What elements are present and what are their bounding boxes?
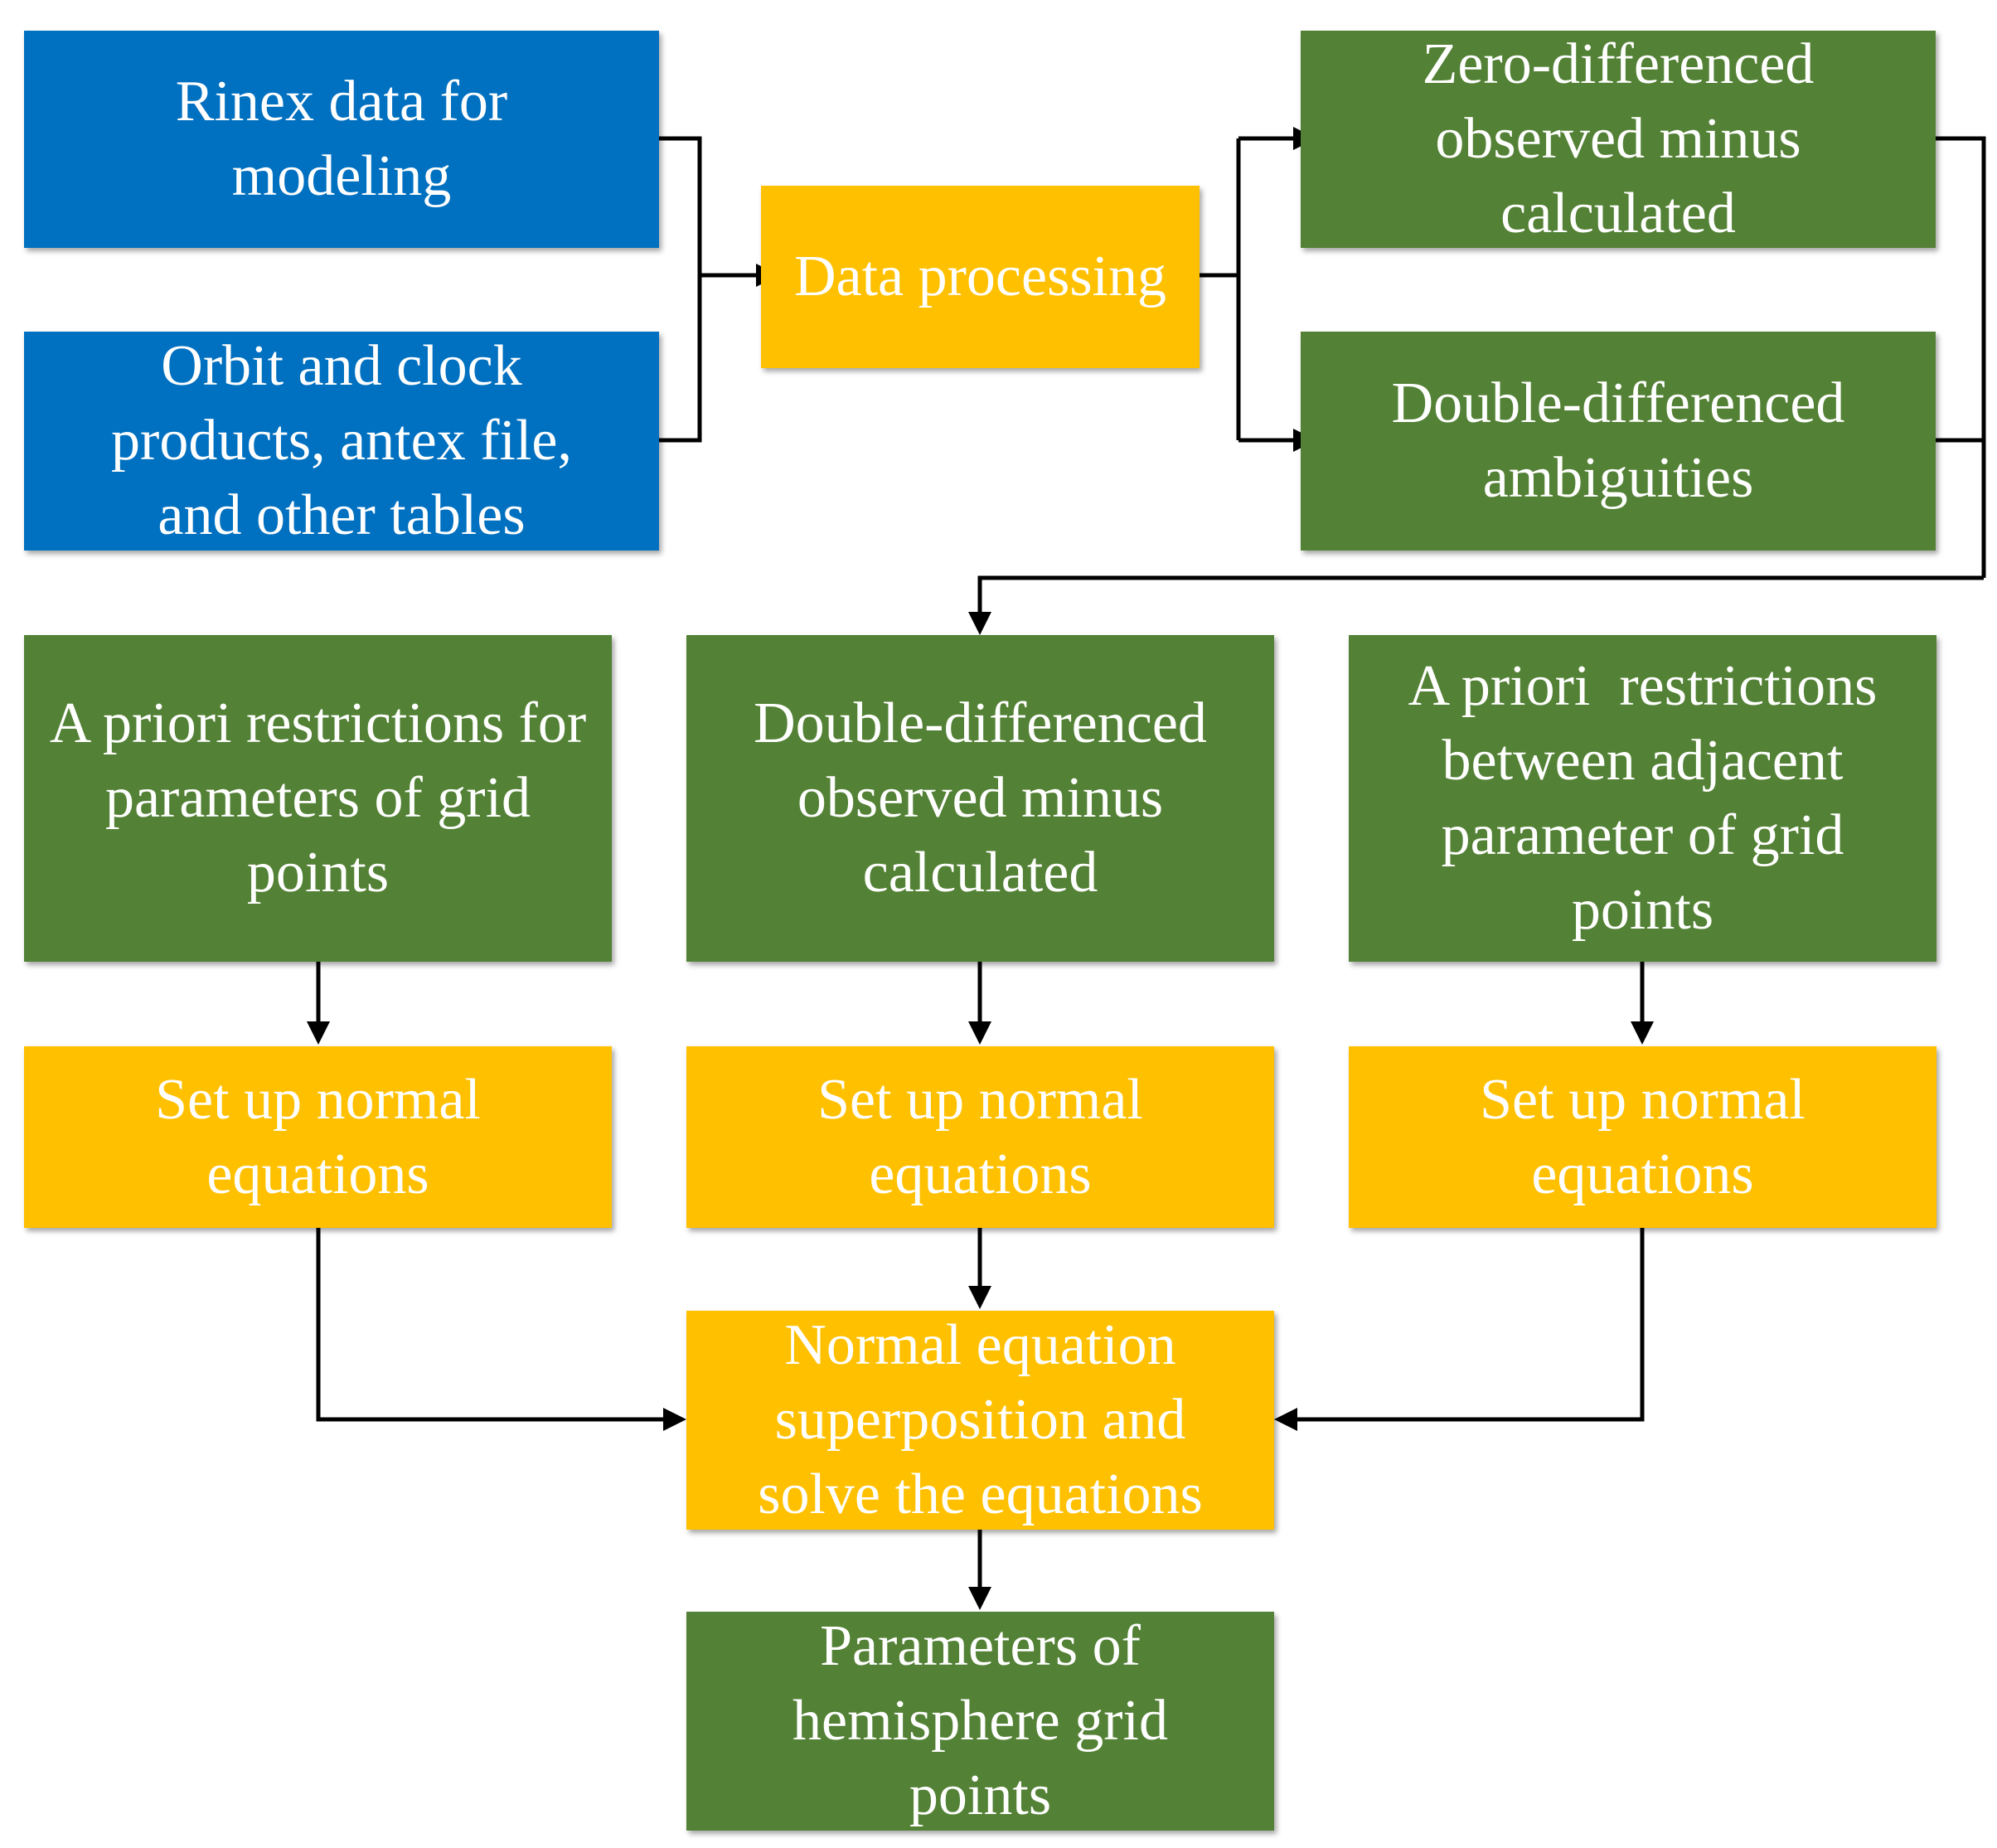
connector-processing-split bbox=[1200, 138, 1241, 440]
arrowhead-normal-right bbox=[1631, 1021, 1654, 1045]
arrowhead-superposition-left bbox=[663, 1408, 686, 1431]
apriori-adjacent-restrictions-box: A priori restrictions between adjacent p… bbox=[1349, 635, 1936, 962]
rinex-data-label: Rinex data for modeling bbox=[175, 70, 508, 208]
zero-differenced-omc-label: Zero-differenced observed minus calculat… bbox=[1422, 32, 1815, 245]
dd-ambiguities-box: Double-differenced ambiguities bbox=[1301, 332, 1936, 551]
arrowhead-normal-left bbox=[307, 1021, 330, 1045]
dd-omc-label: Double-differenced observed minus calcul… bbox=[754, 691, 1207, 905]
dd-omc-box: Double-differenced observed minus calcul… bbox=[686, 635, 1274, 962]
normal-equations-right-box: Set up normal equations bbox=[1349, 1046, 1936, 1228]
normal-equations-middle-box: Set up normal equations bbox=[686, 1046, 1274, 1228]
normal-equations-right-label: Set up normal equations bbox=[1480, 1067, 1806, 1206]
arrow-normal-right-to-superposition bbox=[1288, 1228, 1645, 1422]
hemisphere-grid-parameters-label: Parameters of hemisphere grid points bbox=[792, 1614, 1168, 1827]
superposition-solve-box: Normal equation superposition and solve … bbox=[686, 1311, 1274, 1530]
normal-equations-left-box: Set up normal equations bbox=[24, 1046, 612, 1228]
apriori-adjacent-restrictions-label: A priori restrictions between adjacent p… bbox=[1408, 654, 1892, 942]
zero-differenced-omc-box: Zero-differenced observed minus calculat… bbox=[1301, 31, 1936, 248]
arrow-to-dd-omc bbox=[977, 575, 1984, 616]
orbit-clock-products-label: Orbit and clock products, antex file, an… bbox=[111, 334, 572, 547]
arrow-normal-left-to-superposition bbox=[316, 1228, 672, 1422]
data-processing-label: Data processing bbox=[793, 245, 1167, 308]
orbit-clock-products-box: Orbit and clock products, antex file, an… bbox=[24, 332, 659, 551]
arrowhead-normal-middle bbox=[968, 1021, 991, 1045]
data-processing-box: Data processing bbox=[761, 186, 1200, 368]
arrowhead-superposition-top bbox=[968, 1286, 991, 1309]
superposition-solve-label: Normal equation superposition and solve … bbox=[758, 1313, 1203, 1526]
normal-equations-middle-label: Set up normal equations bbox=[817, 1067, 1143, 1206]
rinex-data-box: Rinex data for modeling bbox=[24, 31, 659, 248]
connector-zero-diff-right bbox=[1936, 136, 1986, 578]
connector-orbit-to-merge bbox=[659, 275, 702, 443]
arrowhead-dd-omc bbox=[968, 612, 991, 635]
normal-equations-left-label: Set up normal equations bbox=[155, 1067, 481, 1206]
arrowhead-superposition-right bbox=[1274, 1408, 1297, 1431]
connector-rinex-to-merge bbox=[659, 136, 702, 275]
hemisphere-grid-parameters-box: Parameters of hemisphere grid points bbox=[686, 1612, 1274, 1831]
arrowhead-result bbox=[968, 1587, 991, 1610]
apriori-grid-restrictions-label: A priori restrictions for parameters of … bbox=[49, 691, 587, 905]
dd-ambiguities-label: Double-differenced ambiguities bbox=[1391, 371, 1845, 510]
apriori-grid-restrictions-box: A priori restrictions for parameters of … bbox=[24, 635, 612, 962]
